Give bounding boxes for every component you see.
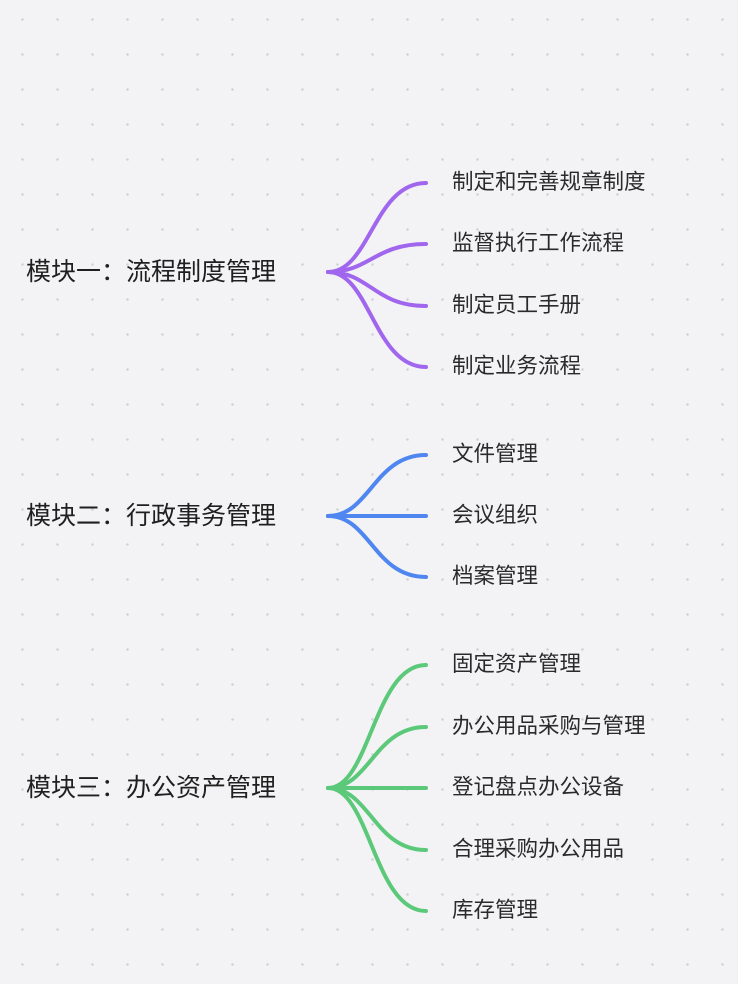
leaf-item[interactable]: 办公用品采购与管理	[452, 714, 646, 739]
leaf-item[interactable]: 制定业务流程	[452, 354, 582, 379]
branch-line	[326, 453, 428, 518]
branch-line	[326, 725, 428, 790]
branch-connectors	[326, 663, 428, 913]
leaf-item[interactable]: 制定和完善规章制度	[452, 170, 646, 195]
branch-line	[326, 181, 428, 274]
module-title[interactable]: 模块三：办公资产管理	[26, 773, 277, 802]
leaf-item[interactable]: 固定资产管理	[452, 652, 582, 677]
branch-line	[326, 242, 428, 274]
branch-line	[326, 786, 428, 852]
branch-connectors	[326, 181, 428, 369]
leaf-item[interactable]: 会议组织	[452, 503, 539, 528]
branch-connectors	[326, 453, 428, 579]
leaf-item[interactable]: 制定员工手册	[452, 293, 582, 318]
leaf-item[interactable]: 库存管理	[452, 898, 539, 923]
branch-line	[326, 786, 428, 913]
branch-line	[326, 514, 428, 579]
branch-line	[326, 270, 428, 369]
leaf-item[interactable]: 合理采购办公用品	[452, 837, 625, 862]
module-title[interactable]: 模块二：行政事务管理	[26, 501, 277, 530]
branch-line	[326, 663, 428, 790]
leaf-item[interactable]: 档案管理	[452, 564, 539, 589]
leaf-item[interactable]: 监督执行工作流程	[452, 231, 625, 256]
leaf-item[interactable]: 登记盘点办公设备	[452, 775, 625, 800]
leaf-item[interactable]: 文件管理	[452, 442, 539, 467]
module-title[interactable]: 模块一：流程制度管理	[26, 257, 277, 286]
